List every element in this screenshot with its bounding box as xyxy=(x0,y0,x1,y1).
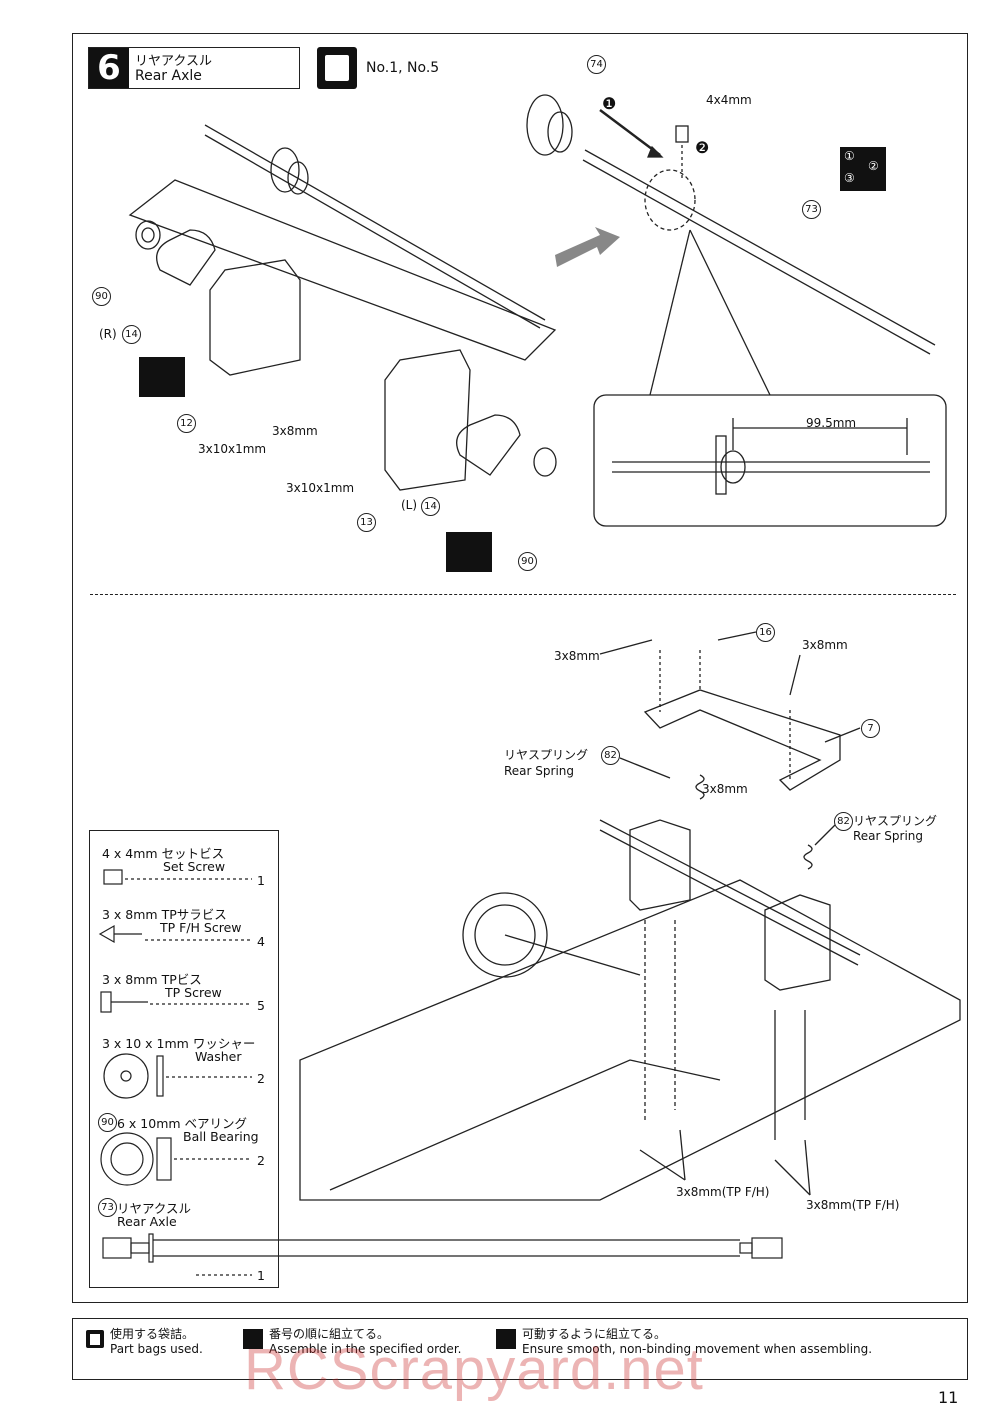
part-5-num: 90 xyxy=(98,1113,117,1132)
legend-1-en: Part bags used. xyxy=(110,1342,203,1356)
legend-2-jp: 番号の順に組立てる。 xyxy=(269,1327,390,1341)
order-legend-icon xyxy=(243,1329,263,1349)
part-6-en: Rear Axle xyxy=(117,1214,177,1229)
bag-legend-icon xyxy=(86,1330,104,1348)
part-3-jp: 3 x 8mm TPビス xyxy=(102,972,202,987)
left-marker: (L) xyxy=(401,498,418,512)
part-1-qty: 1 xyxy=(257,873,265,888)
legend-3-en: Ensure smooth, non-binding movement when… xyxy=(522,1342,873,1356)
movement-legend-icon xyxy=(496,1329,516,1349)
callout-7: 7 xyxy=(861,719,880,738)
callout-13: 13 xyxy=(357,513,376,532)
top-screw-label-b: 3x8mm xyxy=(802,638,848,652)
part-1-en: Set Screw xyxy=(163,859,226,874)
callout-90-left: 90 xyxy=(92,287,111,306)
callout-82-right: 82 xyxy=(834,812,853,831)
right-marker: (R) xyxy=(99,327,117,341)
order-2-mark: ❷ xyxy=(695,138,710,157)
part-2-en: TP F/H Screw xyxy=(160,920,242,935)
part-6-jp: リヤアクスル xyxy=(117,1201,192,1216)
part-4-en: Washer xyxy=(195,1049,242,1064)
watermark: RCScrapyard.net xyxy=(244,1337,704,1402)
screw-label-1: 3x8mm xyxy=(272,424,318,438)
order-1-mark: ❶ xyxy=(602,94,617,113)
legend-box xyxy=(72,1318,968,1380)
part-5-jp: 6 x 10mm ベアリング xyxy=(117,1116,248,1131)
movement-icon-right xyxy=(139,357,185,397)
part-4-qty: 2 xyxy=(257,1071,265,1086)
section-divider xyxy=(90,594,956,595)
callout-90-right: 90 xyxy=(518,552,537,571)
top-screw-label-a: 3x8mm xyxy=(554,649,600,663)
parts-list xyxy=(89,830,279,1288)
washer-label-1: 3x10x1mm xyxy=(198,442,267,456)
dimension-label: 99.5mm xyxy=(806,416,857,430)
part-2-qty: 4 xyxy=(257,934,265,949)
bag-numbers: No.1, No.5 xyxy=(366,60,440,76)
part-1-jp: 4 x 4mm セットビス xyxy=(102,846,225,861)
part-3-en: TP Screw xyxy=(165,985,222,1000)
callout-14-right: 14 xyxy=(122,325,141,344)
callout-14-left: 14 xyxy=(421,497,440,516)
legend-1-jp: 使用する袋詰。 xyxy=(110,1327,195,1341)
set-screw-label: 4x4mm xyxy=(706,93,752,107)
bottom-screw-label-a: 3x8mm(TP F/H) xyxy=(676,1185,770,1199)
spring-left-jp: リヤスプリング xyxy=(504,748,589,762)
part-5-en: Ball Bearing xyxy=(183,1129,259,1144)
bottom-screw-label-b: 3x8mm(TP F/H) xyxy=(806,1198,900,1212)
spring-right-jp: リヤスプリング xyxy=(853,814,938,828)
order-icon: ① ② ③ xyxy=(840,147,886,191)
step-title-en: Rear Axle xyxy=(135,68,202,84)
spring-right-en: Rear Spring xyxy=(853,829,924,843)
callout-73: 73 xyxy=(802,200,821,219)
legend-2-en: Assemble in the specified order. xyxy=(269,1342,462,1356)
washer-label-2: 3x10x1mm xyxy=(286,481,355,495)
part-5-qty: 2 xyxy=(257,1153,265,1168)
callout-16: 16 xyxy=(756,623,775,642)
part-2-jp: 3 x 8mm TPサラビス xyxy=(102,907,227,922)
step-number: 6 xyxy=(89,48,129,88)
bag-icon xyxy=(317,47,357,89)
page-number: 11 xyxy=(938,1388,959,1407)
step-header: 6 リヤアクスル Rear Axle xyxy=(88,47,300,89)
part-4-jp: 3 x 10 x 1mm ワッシャー xyxy=(102,1036,256,1051)
mid-screw-label: 3x8mm xyxy=(702,782,748,796)
spring-left-en: Rear Spring xyxy=(504,764,575,778)
part-3-qty: 5 xyxy=(257,998,265,1013)
callout-82-left: 82 xyxy=(601,746,620,765)
part-6-num: 73 xyxy=(98,1198,117,1217)
callout-12: 12 xyxy=(177,414,196,433)
movement-icon-left xyxy=(446,532,492,572)
page-frame xyxy=(72,33,968,1303)
part-6-qty: 1 xyxy=(257,1268,265,1283)
callout-74: 74 xyxy=(587,55,606,74)
legend-3-jp: 可動するように組立てる。 xyxy=(522,1327,667,1341)
step-title-jp: リヤアクスル xyxy=(135,54,212,69)
